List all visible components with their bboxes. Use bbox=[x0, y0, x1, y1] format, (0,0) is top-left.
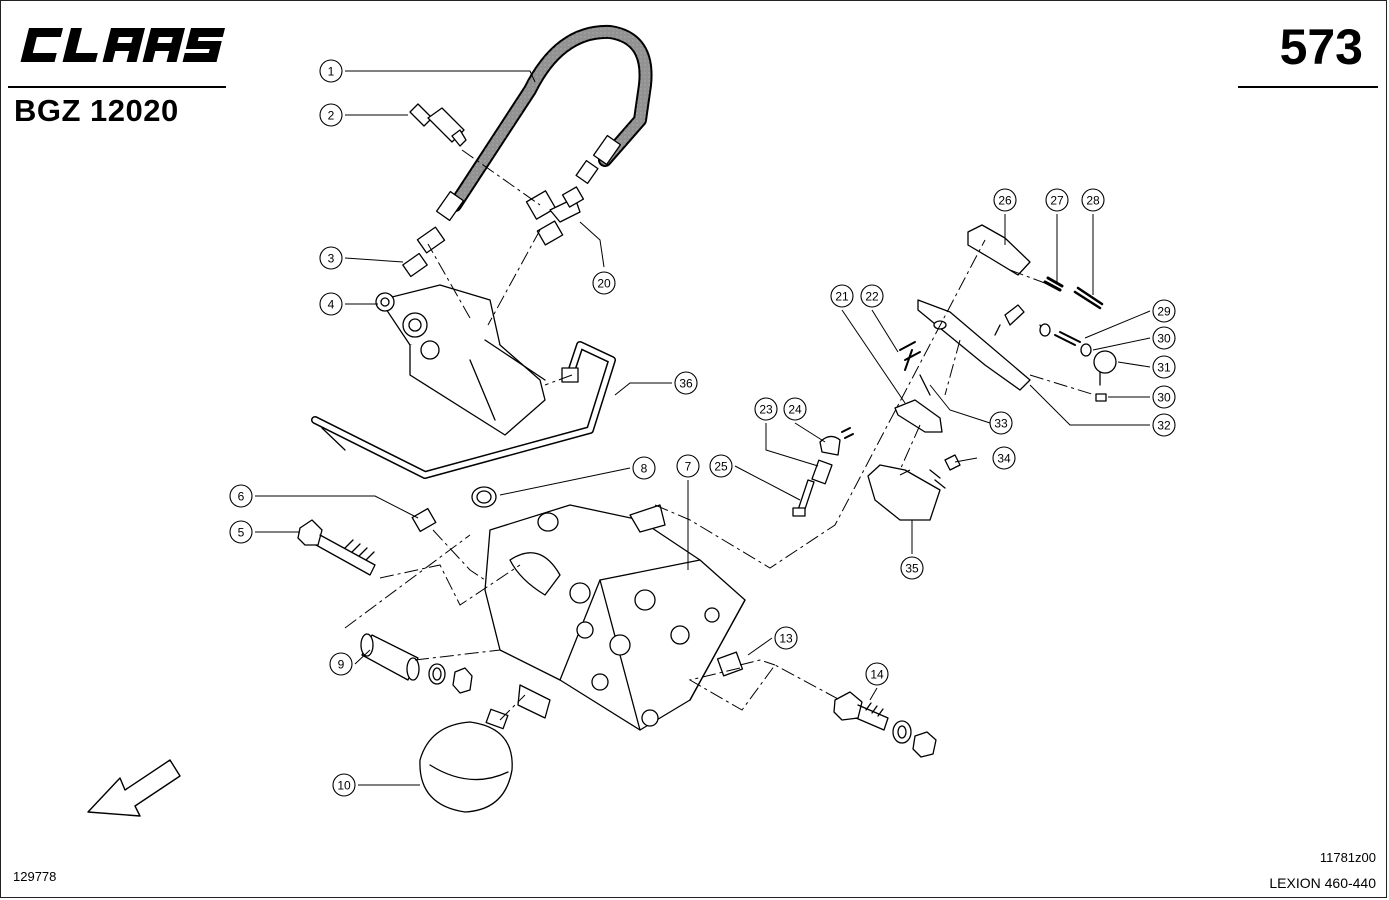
callout-label: 31 bbox=[1157, 361, 1171, 375]
callout-label: 25 bbox=[714, 460, 728, 474]
callout-label: 22 bbox=[865, 290, 879, 304]
callout-bubble bbox=[229, 520, 253, 544]
callout-bubble bbox=[319, 59, 343, 83]
callout-bubble bbox=[676, 454, 700, 478]
pressure-switch-part bbox=[409, 103, 467, 147]
callout-label: 8 bbox=[641, 462, 648, 476]
callout-bubble bbox=[709, 454, 733, 478]
callout-label: 5 bbox=[238, 526, 245, 540]
callout-bubble bbox=[900, 556, 924, 580]
callout-bubble bbox=[229, 484, 253, 508]
pipe-part bbox=[311, 341, 616, 479]
hydraulic-pump-part bbox=[484, 504, 746, 731]
callout-label: 36 bbox=[679, 377, 693, 391]
callout-label: 2 bbox=[328, 109, 335, 123]
callout-label: 30 bbox=[1157, 391, 1171, 405]
callout-label: 6 bbox=[238, 490, 245, 504]
accumulator-part bbox=[419, 708, 513, 813]
callout-label: 28 bbox=[1086, 194, 1100, 208]
claas-logo bbox=[20, 28, 226, 62]
bracket-part bbox=[867, 464, 941, 521]
bolt-washer-nut-part bbox=[833, 691, 937, 758]
callout-bubble bbox=[989, 411, 1013, 435]
callout-bubble bbox=[992, 446, 1016, 470]
callout-label: 24 bbox=[788, 403, 802, 417]
callout-label: 29 bbox=[1157, 305, 1171, 319]
callout-bubble bbox=[754, 397, 778, 421]
callout-label: 30 bbox=[1157, 332, 1171, 346]
callout-bubble bbox=[1152, 299, 1176, 323]
callout-label: 10 bbox=[337, 779, 351, 793]
callout-label: 3 bbox=[328, 252, 335, 266]
header-rule-right bbox=[1238, 86, 1378, 88]
callout-bubble bbox=[319, 103, 343, 127]
page-number: 573 bbox=[1279, 19, 1363, 75]
callout-label: 34 bbox=[997, 452, 1011, 466]
callout-bubble bbox=[1152, 385, 1176, 409]
callout-bubble bbox=[830, 284, 854, 308]
callout-bubble bbox=[993, 188, 1017, 212]
callout-bubble bbox=[1045, 188, 1069, 212]
plate-part bbox=[917, 299, 1031, 391]
callout-label: 9 bbox=[338, 658, 345, 672]
tee-fitting-part bbox=[525, 186, 585, 246]
ball-joint-part bbox=[1093, 350, 1117, 374]
drawing-number: 129778 bbox=[13, 869, 57, 884]
callout-label: 7 bbox=[685, 460, 692, 474]
fitting-part bbox=[471, 486, 497, 508]
callout-bubble bbox=[319, 246, 343, 270]
callout-label: 14 bbox=[870, 668, 884, 682]
arrow-southwest-icon bbox=[87, 759, 181, 817]
header-rule-left bbox=[8, 86, 226, 88]
model-designation: LEXION 460-440 bbox=[1269, 875, 1376, 891]
callout-bubble bbox=[1152, 413, 1176, 437]
sleeve-part bbox=[360, 633, 473, 694]
callout-label: 32 bbox=[1157, 419, 1171, 433]
callout-label: 4 bbox=[328, 298, 335, 312]
group-code: BGZ 12020 bbox=[14, 93, 179, 128]
callout-label: 1 bbox=[328, 65, 335, 79]
callout-bubble bbox=[632, 456, 656, 480]
callout-label: 13 bbox=[779, 632, 793, 646]
callout-bubble bbox=[319, 292, 343, 316]
callout-label: 26 bbox=[998, 194, 1012, 208]
callout-bubble bbox=[332, 773, 356, 797]
callout-label: 35 bbox=[905, 562, 919, 576]
lever-part bbox=[967, 224, 1031, 276]
callout-label: 20 bbox=[597, 277, 611, 291]
callout-bubble bbox=[329, 652, 353, 676]
callout-label: 23 bbox=[759, 403, 773, 417]
callout-label: 33 bbox=[994, 417, 1008, 431]
bolt-part bbox=[297, 519, 376, 576]
solenoid-valve-part bbox=[375, 284, 546, 436]
callout-bubble bbox=[783, 397, 807, 421]
callout-bubble bbox=[860, 284, 884, 308]
callout-bubble bbox=[1152, 355, 1176, 379]
callout-bubble bbox=[674, 371, 698, 395]
callout-label: 21 bbox=[835, 290, 849, 304]
callout-bubble bbox=[865, 662, 889, 686]
callout-bubble bbox=[592, 271, 616, 295]
callout-label: 27 bbox=[1050, 194, 1064, 208]
callout-bubble bbox=[774, 626, 798, 650]
callout-bubble bbox=[1081, 188, 1105, 212]
callout-bubble bbox=[1152, 326, 1176, 350]
figure-reference: 11781z00 bbox=[1319, 850, 1376, 865]
